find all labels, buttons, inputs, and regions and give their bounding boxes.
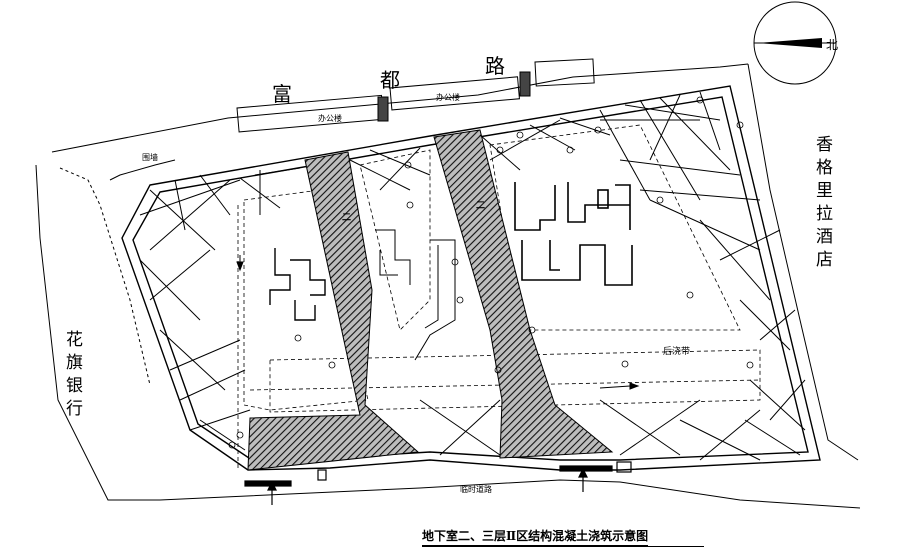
- road-label-north-1: 富: [272, 82, 292, 106]
- north-label: 北: [826, 38, 839, 52]
- label-building-right: 办公楼: [436, 93, 460, 102]
- direction-arrow-icon: [236, 255, 640, 390]
- label-post-pour-strip: 后浇带: [663, 347, 691, 357]
- columns: [228, 96, 754, 449]
- west-structure: [269, 248, 326, 321]
- pour-strips: [247, 129, 614, 471]
- excavation-outline: [121, 85, 821, 471]
- road-label-north-3: 路: [485, 54, 505, 78]
- area-mark-east: 二: [476, 201, 486, 211]
- support-bracing: [139, 91, 806, 461]
- road-label-west: 花旗银行: [62, 330, 82, 422]
- north-buildings: [109, 58, 595, 181]
- north-arrow-icon: [753, 1, 837, 85]
- label-temporary-road: 临时道路: [460, 485, 492, 494]
- road-boundary-lines: [35, 63, 861, 509]
- drawing-caption: 地下室二、三层Ⅱ区结构混凝土浇筑示意图: [422, 527, 649, 546]
- road-label-north-2: 都: [380, 68, 400, 92]
- road-label-east: 香格里拉酒店: [812, 135, 832, 273]
- label-building-left: 办公楼: [318, 114, 342, 123]
- hatch-strip-west: [247, 151, 420, 471]
- middle-structure: [375, 229, 456, 361]
- hatch-strip-east: [433, 129, 614, 459]
- core-walls: [514, 182, 633, 286]
- label-wall: 围墙: [142, 153, 158, 162]
- entrance-arrows: [244, 461, 632, 505]
- area-mark-west: 二: [342, 213, 352, 223]
- caption-underline: [422, 546, 704, 547]
